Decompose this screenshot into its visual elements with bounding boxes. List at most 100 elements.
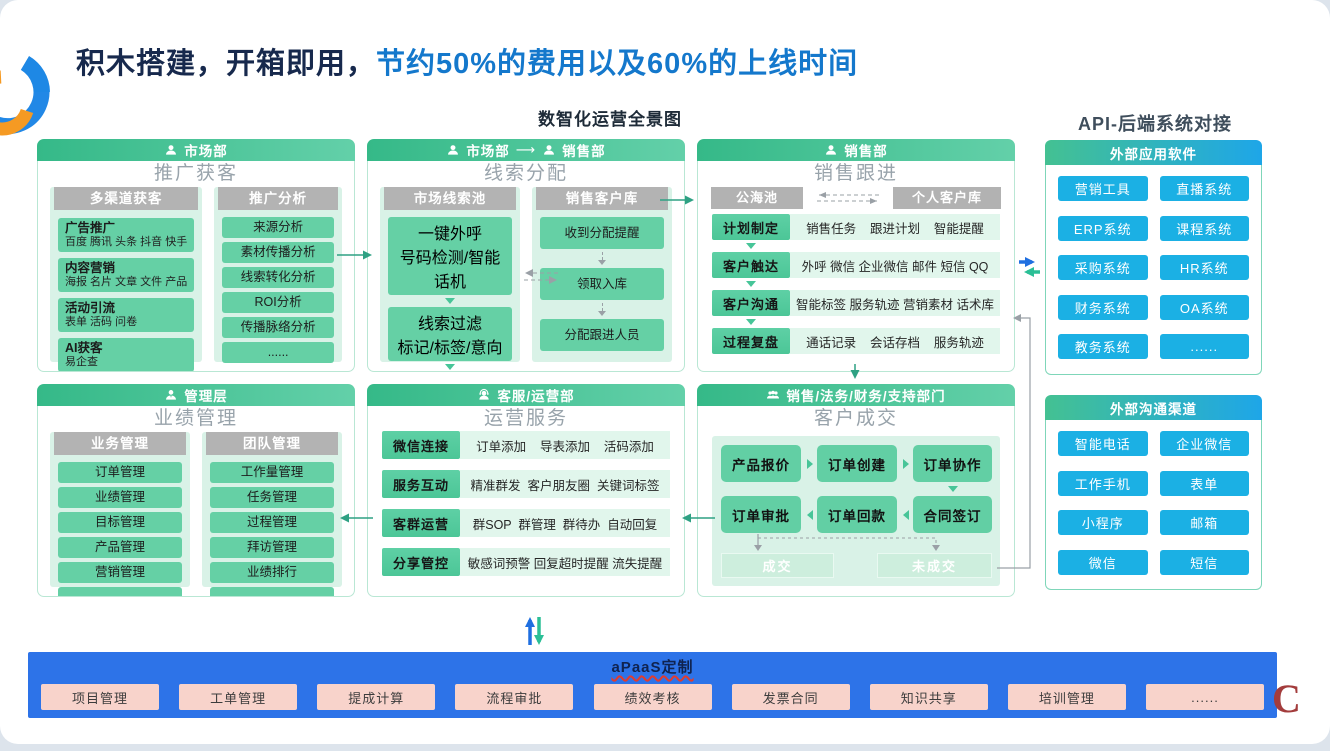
person-icon [448,145,459,155]
list-item: 内容营销海报 名片 文章 文件 产品 [58,258,195,292]
sales-row: 客户触达 外呼 微信 企业微信 邮件 短信 QQ [712,252,1000,278]
channel-item: 短信 [1159,549,1249,575]
list-item: 业绩排行 [210,562,334,583]
left-triangle-icon [807,510,813,520]
apaas-item: 培训管理 [1007,684,1126,710]
flow-box: 产品报价 [721,445,801,482]
panel-service-body: 运营服务 微信连接 订单添加 导表添加 活码添加 服务互动 精准群发 客户朋友圈… [367,406,685,597]
app-item: 财务系统 [1058,294,1148,320]
panel-management-body: 业绩管理 业务管理 订单管理 业绩管理 目标管理 产品管理 营销管理 .....… [37,406,355,597]
row-items: 外呼 微信 企业微信 邮件 短信 QQ [790,252,1000,278]
row-label: 计划制定 [712,214,790,240]
panel-marketing-header-label: 市场部 [184,144,228,159]
list-item: 广告推广百度 腾讯 头条 抖音 快手 [58,218,195,252]
marketing-channels-column-header: 多渠道获客 [54,187,199,210]
marketing-analysis-column: 推广分析 来源分析 素材传播分析 线索转化分析 ROI分析 传播脉络分析 ...… [214,187,342,363]
apaas-item: ...... [1146,684,1264,710]
team-management-column-header: 团队管理 [206,432,338,455]
flow-box: 订单协作 [913,445,992,482]
diagram-subtitle: 数智化运营全景图 [538,110,682,129]
panel-external-apps: 外部应用软件 营销工具 直播系统 ERP系统 课程系统 采购系统 HR系统 财务… [1045,140,1262,375]
channel-item: 邮箱 [1159,510,1249,535]
list-item: 素材传播分析 [222,242,334,263]
apaas-bar: aPaaS定制 项目管理 工单管理 提成计算 流程审批 绩效考核 发票合同 知识… [28,652,1277,718]
apaas-item: 工单管理 [179,684,298,710]
right-triangle-icon [807,459,813,469]
item-sub: 号码检测/智能话机 [399,250,501,291]
panel-customer-deal: 销售/法务/财务/支持部门 客户成交 产品报价 订单创建 订单协作 订单审批 订… [697,384,1015,597]
page-title: 积木搭建，开箱即用，节约50%的费用以及60%的上线时间 [76,40,858,82]
sales-row: 客户沟通 智能标签 服务轨迹 营销素材 话术库 [712,290,1000,316]
panel-leads-title: 线索分配 [483,163,568,184]
panel-service-title: 运营服务 [483,408,568,429]
panel-service-operations: 客服/运营部 运营服务 微信连接 订单添加 导表添加 活码添加 服务互动 精准群… [367,384,685,597]
panel-sales-header: 销售部 [697,139,1015,161]
row-items: 订单添加 导表添加 活码添加 [460,431,670,459]
panel-marketing-title: 推广获客 [153,163,238,184]
list-item: 过程管理 [210,512,334,533]
sales-row: 过程复盘 通话记录 会话存档 服务轨迹 [712,328,1000,354]
panel-sales-followup: 销售部 销售跟进 公海池 个人客户库 计划制定 销售任务 跟进计划 智能提醒 [697,139,1015,372]
app-item: 采购系统 [1058,255,1148,281]
panel-sales-title: 销售跟进 [813,163,898,184]
down-triangle-icon [712,240,1000,252]
panel-marketing-body: 推广获客 多渠道获客 广告推广百度 腾讯 头条 抖音 快手 内容营销海报 名片 … [37,161,355,372]
panel-deal-body: 客户成交 产品报价 订单创建 订单协作 订单审批 订单回款 合同签订 [697,406,1015,597]
panel-sales-header-label: 销售部 [844,144,888,159]
apaas-item: 知识共享 [869,684,988,710]
panel-leads-header: 市场部 ⟶ 销售部 [367,139,685,161]
flow-arrow-icon: ⟶ [515,142,537,157]
row-items-text: 通话记录 会话存档 服务轨迹 [806,335,984,350]
row-label: 客群运营 [382,509,460,537]
list-item: 业绩管理 [58,487,182,508]
item-title: 一键外呼 [417,226,482,243]
sales-customer-column-header: 销售客户库 [536,187,668,210]
app-item: 课程系统 [1159,215,1249,241]
channel-item: 工作手机 [1058,470,1148,496]
panel-channels-body: 智能电话 企业微信 工作手机 表单 小程序 邮箱 微信 短信 [1045,420,1262,590]
row-items-text: 群SOP 群管理 群待办 自动回复 [472,517,658,532]
lead-pool-column-header: 市场线索池 [384,187,516,210]
row-items: 群SOP 群管理 群待办 自动回复 [460,509,670,537]
marketing-channels-column: 多渠道获客 广告推广百度 腾讯 头条 抖音 快手 内容营销海报 名片 文章 文件… [50,187,203,371]
service-row: 客群运营 群SOP 群管理 群待办 自动回复 [382,509,670,537]
row-items-text: 精准群发 客户朋友圈 关键词标签 [470,478,660,493]
panel-marketing: 市场部 推广获客 多渠道获客 广告推广百度 腾讯 头条 抖音 快手 内容营销海报… [37,139,355,372]
service-row: 服务互动 精准群发 客户朋友圈 关键词标签 [382,470,670,498]
dashed-down-arrow-icon [538,251,666,266]
row-items: 智能标签 服务轨迹 营销素材 话术库 [790,290,1000,316]
item-title: 线索过滤 [417,316,482,333]
brand-logo-icon [0,56,50,136]
list-item: 分配跟进人员 [540,319,664,351]
list-item: AI获客易企查 [58,338,195,371]
row-items: 销售任务 跟进计划 智能提醒 [790,214,1000,240]
page-title-highlight: 节约50%的费用以及60%的上线时间 [376,48,859,80]
item-sub: 易企查 [65,356,98,369]
list-item: ROI分析 [222,292,334,313]
apaas-item: 提成计算 [317,684,436,710]
flow-box: 订单审批 [721,496,801,533]
list-item: ...... [58,587,182,596]
app-item: 营销工具 [1058,176,1148,201]
list-item: 来源分析 [222,217,334,238]
list-item: 活动引流表单 活码 问卷 [58,298,195,332]
app-item: ERP系统 [1058,215,1148,241]
person-icon [166,145,177,155]
panel-management-title: 业绩管理 [153,408,238,429]
panel-service-header-label: 客服/运营部 [497,389,575,404]
people-group-icon [767,390,780,399]
list-item: ...... [222,342,334,363]
panel-management-header: 管理层 [37,384,355,406]
list-item: 一键外呼号码检测/智能话机 [388,217,512,295]
panel-channels-header: 外部沟通渠道 [1045,395,1262,420]
app-item: OA系统 [1159,294,1249,320]
list-item: 拜访管理 [210,537,334,558]
item-sub: 百度 腾讯 头条 抖音 快手 [65,236,188,249]
row-label: 客户触达 [712,252,790,278]
public-pool-box: 公海池 [711,187,803,209]
list-item: ...... [210,587,334,596]
business-management-column: 业务管理 订单管理 业绩管理 目标管理 产品管理 营销管理 ...... [50,432,190,596]
apaas-item: 发票合同 [731,684,850,710]
row-items-text: 外呼 微信 企业微信 邮件 短信 QQ [801,259,989,274]
page-title-dark: 积木搭建，开箱即用， [76,48,377,80]
